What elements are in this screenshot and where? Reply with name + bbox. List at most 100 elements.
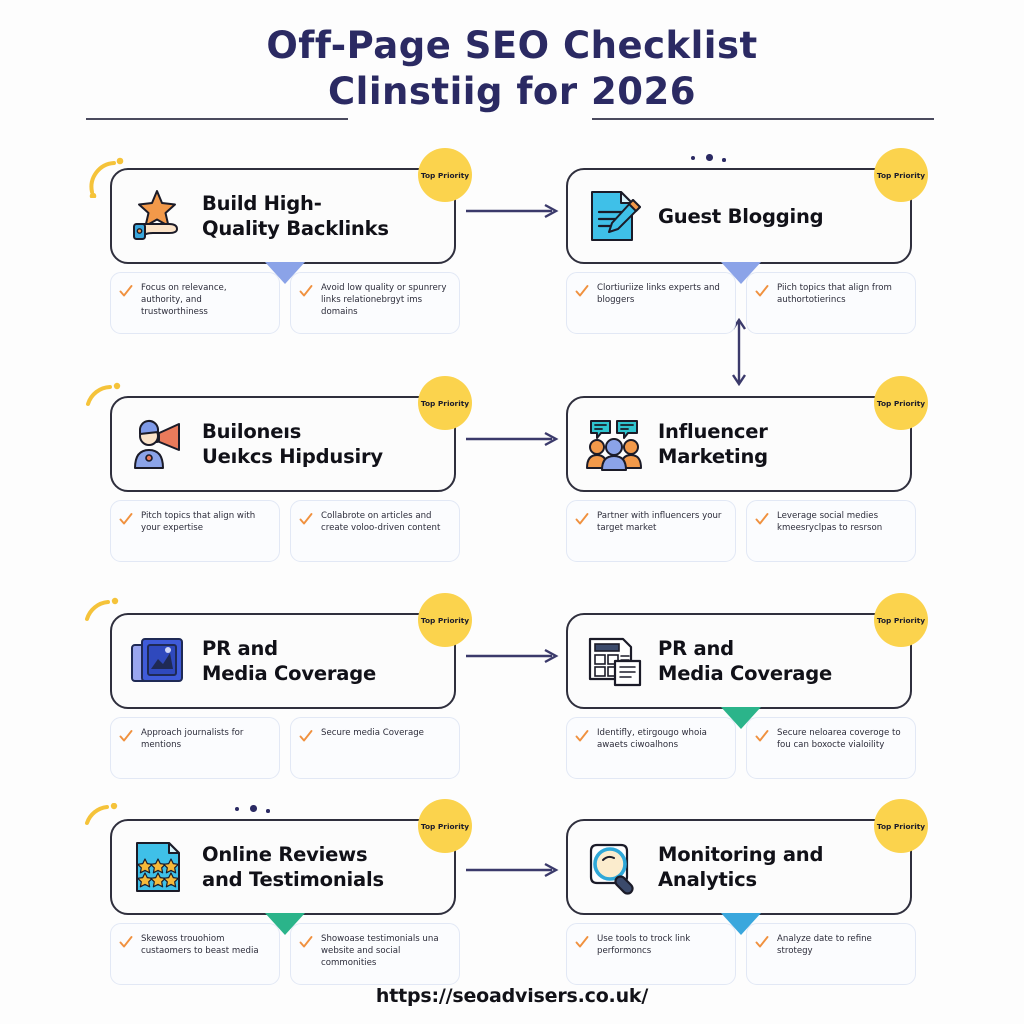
tips-row: Skewoss trouohiom custaomers to beast me… [110, 923, 460, 985]
page-title-line-2: Clinstiig for 2026 [328, 70, 696, 113]
card-pointer-triangle [721, 707, 761, 729]
document-pencil-icon [584, 185, 646, 247]
card-guest-blogging[interactable]: Guest Blogging Top Priority [566, 148, 928, 264]
top-priority-badge: Top Priority [874, 593, 928, 647]
tip-item[interactable]: Analyze date to refine strotegy [746, 923, 916, 985]
badge-label: Top Priority [876, 170, 926, 180]
tip-text: Collabrote on articles and create voloo-… [321, 511, 441, 534]
check-icon [574, 728, 590, 744]
tip-item[interactable]: Collabrote on articles and create voloo-… [290, 500, 460, 562]
tip-item[interactable]: Skewoss trouohiom custaomers to beast me… [110, 923, 280, 985]
card-title: Guest Blogging [658, 204, 824, 228]
tip-item[interactable]: Clortiuriize links experts and bloggers [566, 272, 736, 334]
top-priority-badge: Top Priority [874, 148, 928, 202]
card-pointer-triangle [265, 262, 305, 284]
tips-row: Partner with influencers your target mar… [566, 500, 916, 562]
tip-item[interactable]: Piich topics that align from authortotie… [746, 272, 916, 334]
check-icon [298, 511, 314, 527]
tip-item[interactable]: Showoase testimonials una website and so… [290, 923, 460, 985]
tip-text: Analyze date to refine strotegy [777, 934, 872, 957]
check-icon [754, 728, 770, 744]
tip-item[interactable]: Pitch topics that align with your expert… [110, 500, 280, 562]
header-divider-left [86, 118, 348, 120]
tip-item[interactable]: Approach journalists for mentions [110, 717, 280, 779]
badge-label: Top Priority [420, 615, 470, 625]
tip-text: Avoid low quality or spunrery links rela… [321, 283, 447, 318]
tip-item[interactable]: Secure media Coverage [290, 717, 460, 779]
connector-arrow-row3 [466, 648, 566, 664]
check-icon [298, 934, 314, 950]
tips-row: Use tools to trock link performoncs Anal… [566, 923, 916, 985]
tip-item[interactable]: Use tools to trock link performoncs [566, 923, 736, 985]
tips-row: Focus on relevance, authority, and trust… [110, 272, 460, 334]
decorative-arc-icon [84, 803, 130, 849]
top-priority-badge: Top Priority [874, 376, 928, 430]
tip-item[interactable]: Identifly, etirgougo whoia awaets ciwoal… [566, 717, 736, 779]
badge-label: Top Priority [876, 821, 926, 831]
tip-text: Approach journalists for mentions [141, 728, 244, 751]
check-icon [118, 934, 134, 950]
tips-row: Pitch topics that align with your expert… [110, 500, 460, 562]
check-icon [574, 511, 590, 527]
tip-item[interactable]: Avoid low quality or spunrery links rela… [290, 272, 460, 334]
page-title-line-1: Off-Page SEO Checklist [266, 24, 758, 67]
decorative-dots [691, 151, 751, 165]
card-title: Build High-Quality Backlinks [202, 192, 389, 240]
badge-label: Top Priority [876, 398, 926, 408]
connector-arrow-row4 [466, 862, 566, 878]
footer-url[interactable]: https://seoadvisers.co.uk/ [375, 985, 649, 1007]
tip-item[interactable]: Secure neloarea coveroge to fou can boxo… [746, 717, 916, 779]
tip-text: Partner with influencers your target mar… [597, 511, 722, 534]
tip-text: Pitch topics that align with your expert… [141, 511, 256, 534]
tip-item[interactable]: Partner with influencers your target mar… [566, 500, 736, 562]
tip-text: Piich topics that align from authortotie… [777, 283, 892, 306]
tip-text: Focus on relevance, authority, and trust… [141, 283, 227, 318]
megaphone-person-icon [128, 413, 190, 475]
magnifier-icon [584, 836, 646, 898]
badge-label: Top Priority [420, 398, 470, 408]
decorative-arc-icon [84, 597, 130, 643]
newspaper-icon [584, 630, 646, 692]
check-icon [754, 283, 770, 299]
star-in-hand-icon [128, 185, 190, 247]
top-priority-badge: Top Priority [418, 593, 472, 647]
check-icon [754, 934, 770, 950]
decorative-dots [235, 802, 295, 816]
tip-text: Secure media Coverage [321, 728, 424, 738]
card-pointer-triangle [265, 913, 305, 935]
tip-item[interactable]: Leverage social medies kmeesryclpas to r… [746, 500, 916, 562]
review-stars-icon [128, 836, 190, 898]
tips-row: Identifly, etirgougo whoia awaets ciwoal… [566, 717, 916, 779]
tip-text: Use tools to trock link performoncs [597, 934, 691, 957]
people-chat-icon [584, 413, 646, 475]
tip-item[interactable]: Focus on relevance, authority, and trust… [110, 272, 280, 334]
badge-label: Top Priority [420, 821, 470, 831]
check-icon [118, 283, 134, 299]
header-divider-right [592, 118, 934, 120]
tips-row: Approach journalists for mentions Secure… [110, 717, 460, 779]
header: Off-Page SEO Checklist Clinstiig for 202… [0, 0, 1024, 130]
tips-row: Clortiuriize links experts and bloggers … [566, 272, 916, 334]
check-icon [574, 934, 590, 950]
check-icon [118, 728, 134, 744]
card-build-high-quality-backlinks[interactable]: Build High-Quality Backlinks Top Priorit… [110, 148, 472, 264]
tip-text: Leverage social medies kmeesryclpas to r… [777, 511, 883, 534]
top-priority-badge: Top Priority [874, 799, 928, 853]
decorative-arc-icon [84, 380, 130, 426]
media-frames-icon [128, 630, 190, 692]
